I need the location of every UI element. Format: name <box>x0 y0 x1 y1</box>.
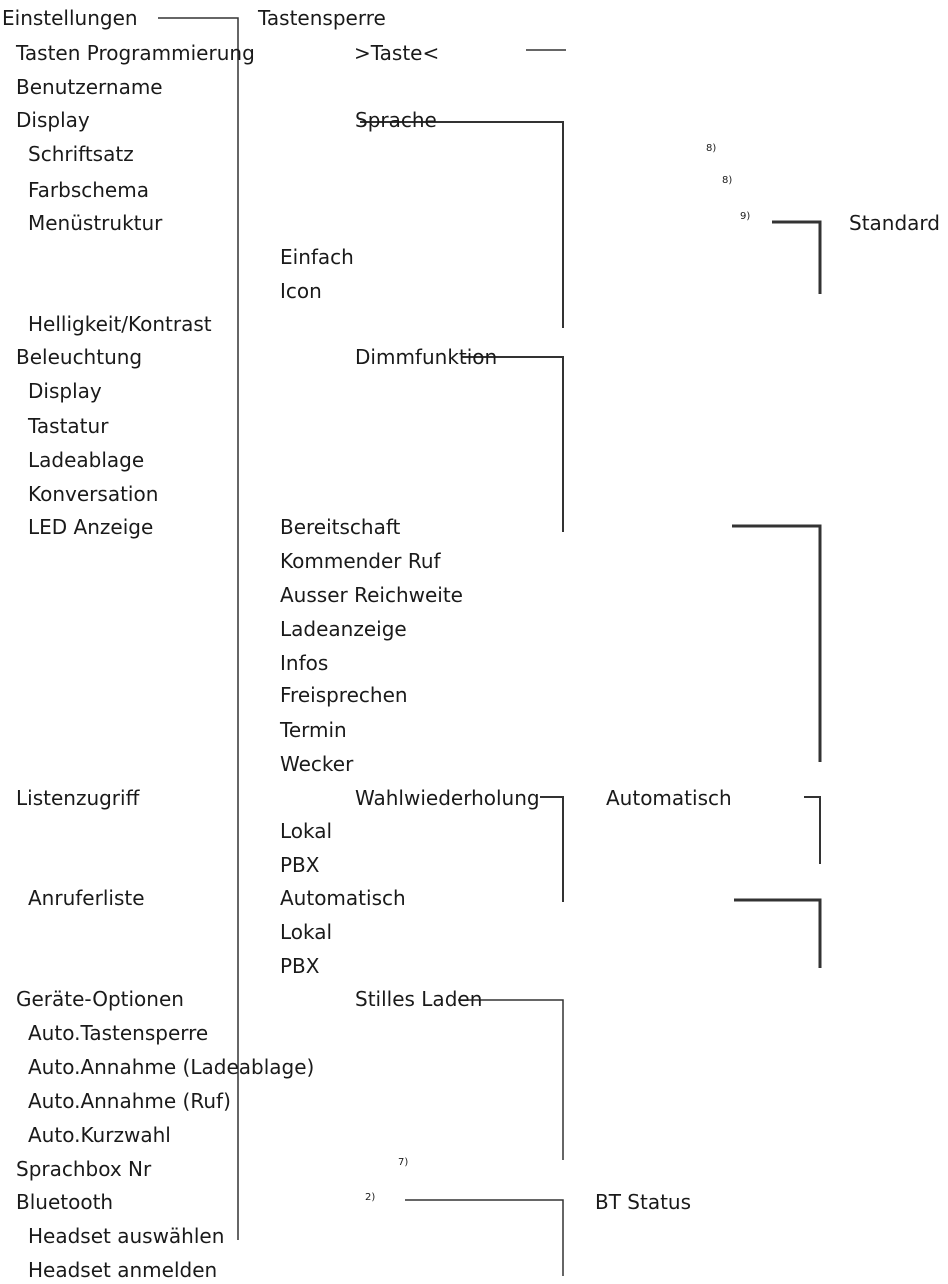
item-schriftsatz: Schriftsatz <box>28 142 134 166</box>
connector-led <box>732 524 822 762</box>
footnote-2: 2) <box>365 1192 376 1203</box>
item-bt-status: BT Status <box>595 1190 692 1214</box>
item-einfach: Einfach <box>280 245 354 269</box>
item-stilles-laden: Stilles Laden <box>355 987 483 1011</box>
item-sprache: Sprache <box>355 108 437 132</box>
item-konversation: Konversation <box>28 482 159 506</box>
item-farbschema: Farbschema <box>28 178 149 202</box>
item-auto-annahme-ruf: Auto.Annahme (Ruf) <box>28 1089 231 1113</box>
item-einstellungen: Einstellungen <box>2 6 138 30</box>
item-geraete-optionen: Geräte-Optionen <box>16 987 184 1011</box>
item-ladeablage: Ladeablage <box>28 448 145 472</box>
item-termin: Termin <box>280 718 347 742</box>
item-beleuchtung: Beleuchtung <box>16 345 143 369</box>
item-bluetooth: Bluetooth <box>16 1190 114 1214</box>
item-listenzugriff: Listenzugriff <box>16 786 140 810</box>
item-sprachbox-nr: Sprachbox Nr <box>16 1157 152 1181</box>
item-menuestruktur: Menüstruktur <box>28 211 163 235</box>
item-display: Display <box>16 108 90 132</box>
connector-einstellungen <box>158 17 239 1240</box>
item-pbx-1: PBX <box>280 853 320 877</box>
connector-automatisch <box>804 796 821 864</box>
item-wahlwiederholung: Wahlwiederholung <box>355 786 540 810</box>
item-bereitschaft: Bereitschaft <box>280 515 401 539</box>
item-tastensperre: Tastensperre <box>258 6 386 30</box>
item-headset-anmelden: Headset anmelden <box>28 1258 218 1282</box>
item-lokal-1: Lokal <box>280 819 333 843</box>
footnote-8-b: 8) <box>722 175 733 186</box>
connector-wahlwiederholung <box>540 796 564 902</box>
item-lokal-2: Lokal <box>280 920 333 944</box>
item-headset-auswaehlen: Headset auswählen <box>28 1224 225 1248</box>
connector-stilles-laden <box>458 999 564 1160</box>
item-wecker: Wecker <box>280 752 354 776</box>
item-ladeanzeige: Ladeanzeige <box>280 617 407 641</box>
connector-standard <box>772 220 822 294</box>
item-helligkeit-kontrast: Helligkeit/Kontrast <box>28 312 212 336</box>
item-led-anzeige: LED Anzeige <box>28 515 154 539</box>
item-taste: >Taste< <box>354 41 440 65</box>
item-kommender-ruf: Kommender Ruf <box>280 549 441 573</box>
item-anruferliste: Anruferliste <box>28 886 145 910</box>
item-pbx-2: PBX <box>280 954 320 978</box>
item-auto-kurzwahl: Auto.Kurzwahl <box>28 1123 171 1147</box>
item-tasten-programmierung: Tasten Programmierung <box>16 41 255 65</box>
footnote-8-a: 8) <box>706 143 717 154</box>
item-auto-tastensperre: Auto.Tastensperre <box>28 1021 209 1045</box>
item-automatisch-2: Automatisch <box>606 786 732 810</box>
item-freisprechen: Freisprechen <box>280 683 408 707</box>
connector-dimmfunktion <box>462 356 564 532</box>
item-tastatur: Tastatur <box>28 414 109 438</box>
item-benutzername: Benutzername <box>16 75 163 99</box>
item-standard: Standard <box>849 211 940 235</box>
item-auto-annahme-ladeablage: Auto.Annahme (Ladeablage) <box>28 1055 315 1079</box>
item-infos: Infos <box>280 651 329 675</box>
item-beleuchtung-display: Display <box>28 379 102 403</box>
footnote-7: 7) <box>398 1157 409 1168</box>
footnote-9: 9) <box>740 211 751 222</box>
item-dimmfunktion: Dimmfunktion <box>355 345 498 369</box>
item-automatisch-1: Automatisch <box>280 886 406 910</box>
item-ausser-reichweite: Ausser Reichweite <box>280 583 463 607</box>
connector-anruferliste <box>734 898 822 968</box>
connector-sprache <box>360 121 564 328</box>
item-icon: Icon <box>280 279 322 303</box>
connector-bt-status <box>405 1199 564 1276</box>
